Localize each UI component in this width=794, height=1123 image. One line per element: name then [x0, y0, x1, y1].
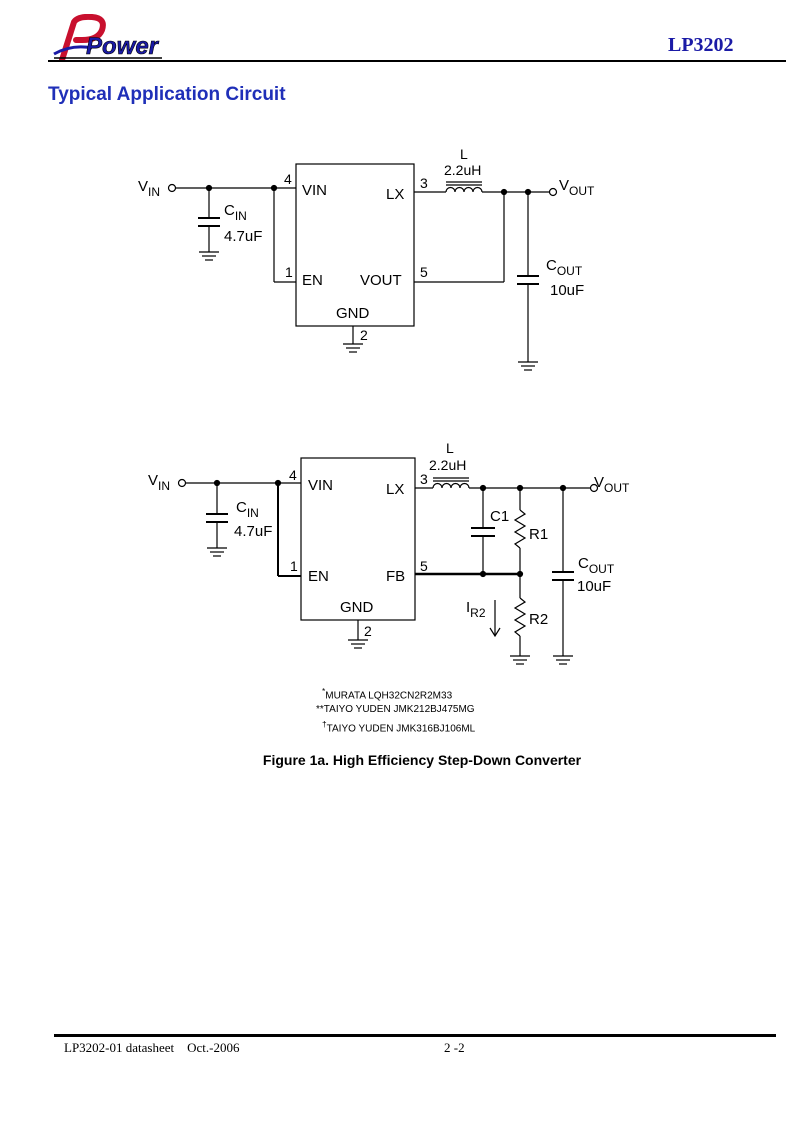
note-line: *MURATA LQH32CN2R2M33 — [322, 686, 453, 702]
pin-lx-b: LX — [386, 481, 404, 498]
pin-lx-a: LX — [386, 186, 404, 203]
section-title: Typical Application Circuit — [48, 84, 286, 105]
pin-num-vin-a: 4 — [284, 171, 292, 187]
cout-label-a: COUT — [546, 257, 583, 278]
inductor-name-b: L — [446, 440, 454, 456]
ir2-label: IR2 — [466, 599, 486, 620]
pin-vin-a: VIN — [302, 182, 327, 199]
inductor-value-b: 2.2uH — [429, 457, 466, 473]
footer-doc-info: LP3202-01 datasheet Oct.-2006 — [64, 1040, 240, 1055]
inductor-name-a: L — [460, 146, 468, 162]
header-divider — [48, 60, 786, 62]
pin-en-a: EN — [302, 272, 323, 289]
component-notes: *MURATA LQH32CN2R2M33 **TAIYO YUDEN JMK2… — [316, 684, 475, 737]
pin-fb-b: FB — [386, 568, 405, 585]
vin-terminal-a — [167, 183, 177, 193]
note-line: **TAIYO YUDEN JMK212BJ475MG — [316, 704, 475, 716]
cin-value-a: 4.7uF — [224, 228, 262, 245]
footer-divider — [54, 1034, 776, 1037]
cout-value-b: 10uF — [577, 578, 611, 595]
vin-terminal-b — [177, 478, 187, 488]
cout-label-b: COUT — [578, 555, 615, 576]
pin-gnd-b: GND — [340, 599, 374, 616]
logo-text: Power — [86, 33, 160, 60]
pin-num-lx-a: 3 — [420, 175, 428, 191]
pin-num-en-a: 1 — [285, 264, 293, 280]
vout-label-a: VOUT — [559, 177, 595, 198]
pin-num-gnd-a: 2 — [360, 327, 368, 343]
company-logo: Power — [53, 14, 162, 62]
inductor-b — [432, 482, 470, 489]
ic-block-a — [295, 163, 415, 327]
pin-num-en-b: 1 — [290, 558, 298, 574]
cin-label-b: CIN — [236, 499, 259, 520]
pin-num-gnd-b: 2 — [364, 623, 372, 639]
r1-label: R1 — [529, 526, 548, 543]
note-line: †TAIYO YUDEN JMK316BJ106ML — [322, 719, 476, 735]
r2-label: R2 — [529, 611, 548, 628]
cin-label-a: CIN — [224, 202, 247, 223]
cin-value-b: 4.7uF — [234, 523, 272, 540]
pin-num-vout-a: 5 — [420, 264, 428, 280]
page-number: 2 -2 — [444, 1040, 465, 1055]
c1-label: C1 — [490, 508, 509, 525]
pin-num-fb-b: 5 — [420, 558, 428, 574]
pin-vout-a: VOUT — [360, 272, 402, 289]
inductor-a — [445, 186, 483, 193]
vout-terminal-b — [589, 483, 599, 493]
pin-vin-b: VIN — [308, 477, 333, 494]
pin-gnd-a: GND — [336, 305, 370, 322]
pin-en-b: EN — [308, 568, 329, 585]
cout-value-a: 10uF — [550, 282, 584, 299]
figure-caption: Figure 1a. High Efficiency Step-Down Con… — [262, 752, 582, 768]
vout-terminal-a — [548, 187, 558, 197]
vout-label-b: VOUT — [594, 474, 630, 495]
circuit-b — [177, 457, 599, 665]
part-number: LP3202 — [668, 34, 734, 56]
pin-num-vin-b: 4 — [289, 467, 297, 483]
circuit-a — [167, 163, 558, 371]
pin-num-lx-b: 3 — [420, 471, 428, 487]
vin-label-a: VIN — [138, 178, 160, 199]
vin-label-b: VIN — [148, 472, 170, 493]
inductor-value-a: 2.2uH — [444, 162, 481, 178]
